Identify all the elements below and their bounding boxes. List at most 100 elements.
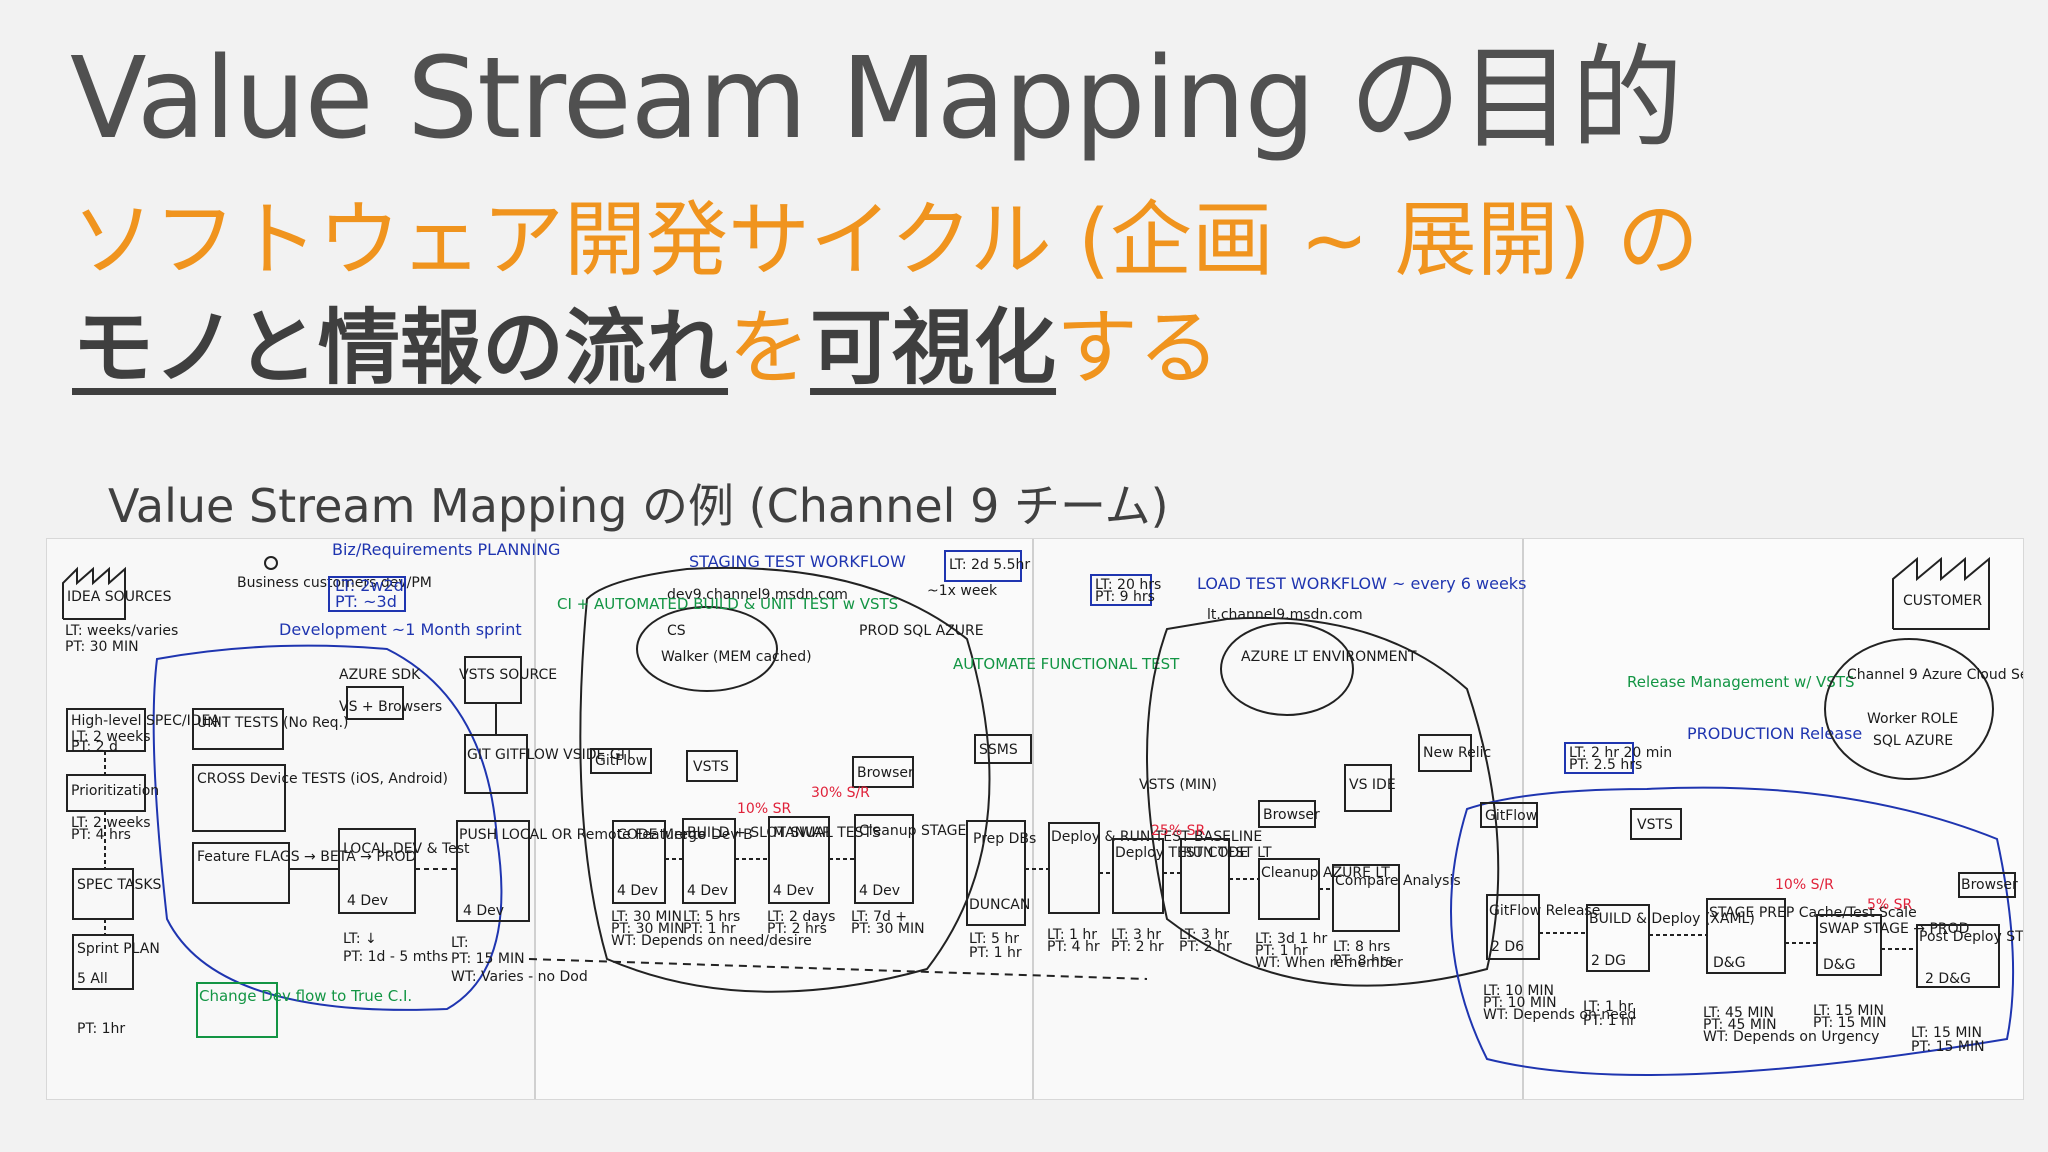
build-slot-text: BUILD + SLOT SWAP <box>687 825 830 841</box>
release-build-lt: LT: 1 hr <box>1583 999 1633 1015</box>
dev-url: dev9.channel9.msdn.com <box>667 587 848 603</box>
feature-flags-box <box>192 842 290 904</box>
code-merge-lt: LT: 30 MIN <box>611 909 682 925</box>
ssms-text: SSMS <box>979 742 1018 758</box>
prep-pt: PT: 1 hr <box>969 945 1022 961</box>
staging-gitflow: GitFlow <box>595 753 647 769</box>
walker-label: Walker (MEM cached) <box>661 649 812 665</box>
release-sr-5: 5% SR <box>1867 897 1913 913</box>
build-team: 4 Dev <box>687 883 728 899</box>
prep-owner: DUNCAN <box>969 897 1030 913</box>
local-lt: LT: ↓ <box>343 931 377 947</box>
release-browser: Browser <box>1961 877 2018 893</box>
manual-team: 4 Dev <box>773 883 814 899</box>
subtitle-emphasis-visualize: 可視化 <box>810 301 1057 396</box>
compare-box <box>1332 864 1400 932</box>
biz-pt: PT: ~3d <box>335 592 397 611</box>
biz-requirements-label: Biz/Requirements PLANNING <box>332 540 560 559</box>
build-deploy-box <box>1586 904 1650 972</box>
release-management-text: Release Management w/ VSTS <box>1627 673 1855 691</box>
cleanup-pt: PT: 30 MIN <box>851 921 925 937</box>
prep-lt: LT: 5 hr <box>969 931 1019 947</box>
customer-factory-icon <box>1892 556 1990 630</box>
staging-stats: LT: 2d 5.5hr <box>949 557 1030 573</box>
gitflow-wt: WT: Depends on need <box>1483 1007 1636 1023</box>
code-merge-box <box>612 820 666 904</box>
deploy-run-text: Deploy & RUN TEST BASELINE <box>1051 829 1262 845</box>
push-team: 4 Dev <box>463 903 504 919</box>
stage-wt: WT: Depends on Urgency <box>1703 1029 1879 1045</box>
ci-label: CI + AUTOMATED BUILD & UNIT TEST w VSTS <box>557 595 898 613</box>
swap-team: D&G <box>1823 957 1856 973</box>
azure-lt-cloud <box>1220 622 1354 716</box>
deploy-run-pt: PT: 4 hr <box>1047 939 1100 955</box>
run-test-box <box>1180 838 1230 914</box>
deploy-run-lt: LT: 1 hr <box>1047 927 1097 943</box>
development-boundary <box>152 644 503 1011</box>
figure-caption: Value Stream Mapping の例 (Channel 9 チーム) <box>108 479 1169 533</box>
run-pt: PT: 2 hr <box>1179 939 1232 955</box>
run-test-text: RUN TEST LT <box>1183 845 1272 861</box>
deploy-test-code-box <box>1112 838 1164 914</box>
cleanup-stage-text: Cleanup STAGE <box>859 823 966 839</box>
swap-pt: PT: 15 MIN <box>1813 1015 1887 1031</box>
swap-lt: LT: 15 MIN <box>1813 1003 1884 1019</box>
manual-lt: LT: 2 days <box>767 909 835 925</box>
push-pt: PT: 15 MIN <box>451 951 525 967</box>
post-team: 2 D&G <box>1925 971 1971 987</box>
unit-tests-box <box>192 708 284 750</box>
stage-pt: PT: 45 MIN <box>1703 1017 1777 1033</box>
sprint-pt: PT: 1hr <box>77 1021 125 1037</box>
run-lt: LT: 3 hr <box>1179 927 1229 943</box>
sql-azure-text: SQL AZURE <box>1873 733 1953 749</box>
release-boundary <box>1450 786 2015 1076</box>
deploy-test-lt: LT: 3 hr <box>1111 927 1161 943</box>
production-release-text: PRODUCTION Release <box>1687 724 1862 743</box>
subtitle-line-2: モノと情報の流れを可視化する <box>72 301 1220 396</box>
unit-tests-text: UNIT TESTS (No Req.) <box>197 715 348 731</box>
spec-tasks-box <box>72 868 134 920</box>
local-pt: PT: 1d - 5 mths <box>343 949 448 965</box>
stage-prep-text: STAGE PREP Cache/Test Scale <box>1709 905 1917 921</box>
push-text: PUSH LOCAL OR Remote Feature to Dev B <box>459 827 753 843</box>
sprint-all: 5 All <box>77 971 108 987</box>
azure-lt-text: AZURE LT ENVIRONMENT <box>1241 649 1417 665</box>
worker-role-text: Worker ROLE <box>1867 711 1958 727</box>
build-lt: LT: 5 hrs <box>683 909 740 925</box>
whiteboard-drawing: IDEA SOURCES LT: weeks/varies PT: 30 MIN… <box>47 539 2023 1099</box>
high-pt: PT: 2 d <box>71 739 118 755</box>
azure-sdk-text: AZURE SDK <box>339 667 421 683</box>
business-person-icon <box>264 556 278 570</box>
high-level-spec-text: High-level SPEC/IDEA <box>71 713 220 729</box>
post-pt: PT: 15 MIN <box>1911 1039 1985 1055</box>
subtitle-line-1: ソフトウェア開発サイクル (企画 ~ 展開) の <box>72 193 1699 288</box>
vs-browsers-text: VS + Browsers <box>339 699 442 715</box>
idea-sources-label: IDEA SOURCES <box>67 589 172 605</box>
gitflow-release-box <box>1486 894 1540 960</box>
cleanup-azure-wt: WT: When remember <box>1255 955 1403 971</box>
load-sr-25: 25% SR <box>1151 823 1205 839</box>
prod-sql-label: PROD SQL AZURE <box>859 623 984 639</box>
cleanup-azure-pt: PT: 1 hr <box>1255 943 1308 959</box>
load-url: lt.channel9.msdn.com <box>1207 607 1363 623</box>
prio-pt: PT: 4 hrs <box>71 827 131 843</box>
automate-functional-label: AUTOMATE FUNCTIONAL TEST <box>953 655 1180 673</box>
release-vsts: VSTS <box>1637 817 1673 833</box>
code-merge-team: 4 Dev <box>617 883 658 899</box>
staging-boundary <box>579 566 991 993</box>
gitflow-release-text: GitFlow Release <box>1489 903 1600 919</box>
release-sr-10: 10% S/R <box>1775 877 1834 893</box>
subtitle-emphasis-flow: モノと情報の流れ <box>72 301 729 396</box>
biz-lt: LT: 2w2d <box>335 576 404 595</box>
staging-title: STAGING TEST WORKFLOW <box>689 552 906 571</box>
staging-frequency: ~1x week <box>927 583 998 599</box>
gitflow-lt: LT: 10 MIN <box>1483 983 1554 999</box>
prep-dbs-box <box>966 820 1026 926</box>
cleanup-azure-lt: LT: 3d 1 hr <box>1255 931 1328 947</box>
cleanup-azure-text: Cleanup AZURE LT <box>1261 865 1390 881</box>
cleanup-stage-box <box>854 814 914 904</box>
compare-lt: LT: 8 hrs <box>1333 939 1390 955</box>
compare-pt: PT: 8 hrs <box>1333 953 1393 969</box>
gitflow-pt: PT: 10 MIN <box>1483 995 1557 1011</box>
channel9-azure-cloud <box>1824 638 1994 780</box>
